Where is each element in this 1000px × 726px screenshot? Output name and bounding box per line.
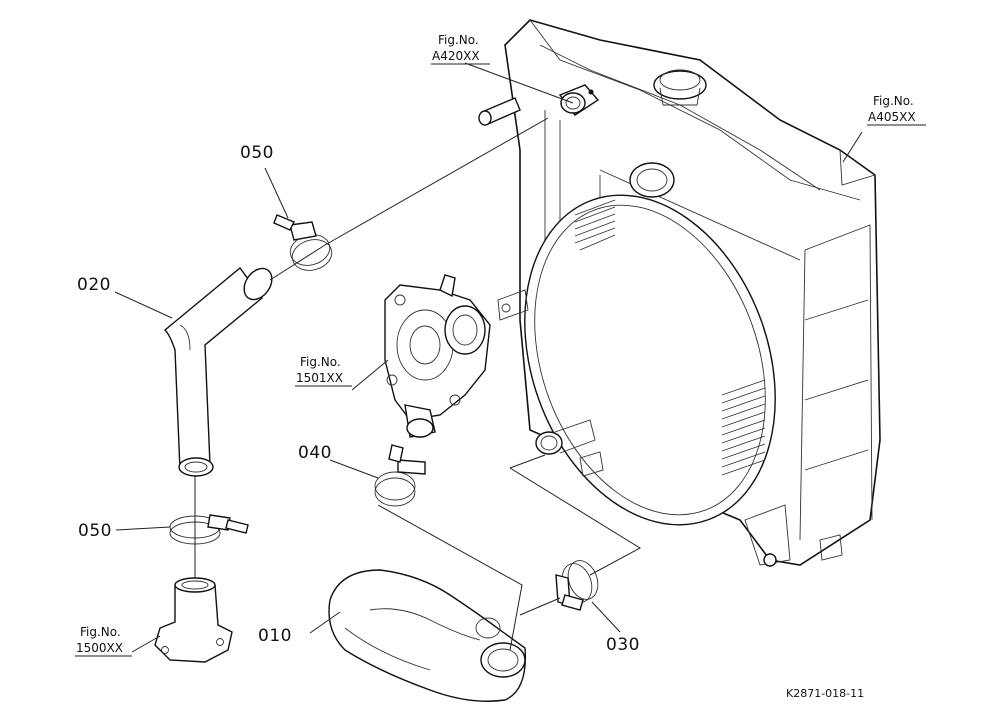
hose-clamp-030 [555,560,599,611]
drawing-code: K2871-018-11 [786,687,864,700]
hose-clamp-050-upper [273,214,333,271]
upper-radiator-hose [163,266,273,477]
part-label-040: 040 [298,443,332,463]
assembly-guide-lines [194,117,641,651]
svg-text:1501XX: 1501XX [296,371,343,385]
hose-clamp-050-lower [169,514,249,545]
svg-text:A405XX: A405XX [868,110,916,124]
part-label-050-lower: 050 [78,521,112,541]
fig-ref-1501: Fig.No. 1501XX [295,355,352,387]
part-label-010: 010 [258,626,292,646]
radiator-assembly [478,19,881,567]
fig-ref-1500: Fig.No. 1500XX [75,625,132,657]
part-label-050-upper: 050 [240,143,274,163]
fig-ref-a420: Fig.No. A420XX [431,33,490,65]
svg-text:Fig.No.: Fig.No. [300,355,341,369]
lower-radiator-hose [328,569,527,702]
svg-text:A420XX: A420XX [432,49,480,63]
water-flange-housing [384,274,491,438]
svg-text:Fig.No.: Fig.No. [80,625,121,639]
hose-clamp-040 [374,444,426,507]
svg-text:1500XX: 1500XX [76,641,123,655]
part-label-020: 020 [77,275,111,295]
leader-lines [114,62,863,653]
svg-text:Fig.No.: Fig.No. [438,33,479,47]
svg-text:Fig.No.: Fig.No. [873,94,914,108]
thermostat-housing [154,577,233,663]
part-label-030: 030 [606,635,640,655]
fig-ref-a405: Fig.No. A405XX [867,94,926,126]
